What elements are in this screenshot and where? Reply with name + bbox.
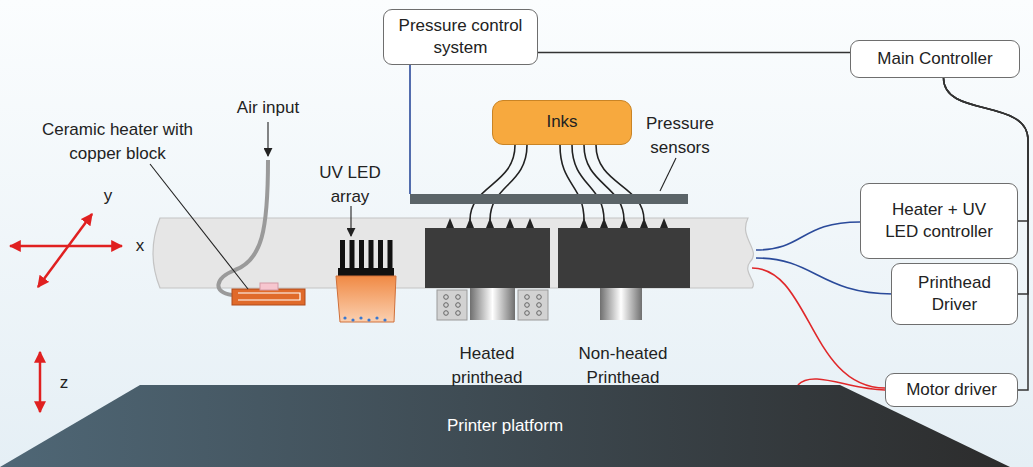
- node-text: Main Controller: [877, 48, 992, 70]
- node-text: Printhead Driver: [901, 272, 1009, 316]
- leader-lines: [150, 122, 676, 289]
- axis-label: x: [130, 234, 150, 258]
- part-label: UV LED array: [305, 161, 395, 209]
- node-text: Printer platform: [447, 415, 563, 437]
- node-text: Motor driver: [906, 379, 997, 401]
- connector-wire: [538, 52, 850, 54]
- control-box: Main Controller: [850, 40, 1020, 78]
- node-text: Heater + UV LED controller: [878, 199, 1000, 243]
- axis-label: z: [54, 371, 74, 395]
- ink-reservoir: Inks: [492, 100, 632, 145]
- driver-box: Motor driver: [885, 373, 1018, 407]
- part-label: Pressure sensors: [630, 112, 730, 160]
- ceramic-heater: [232, 283, 305, 305]
- non-heated-printhead: [558, 218, 690, 320]
- part-label: Air input: [228, 96, 308, 120]
- controller-box: Heater + UV LED controller: [860, 183, 1018, 259]
- part-label: Non-heated Printhead: [568, 342, 678, 390]
- printer-platform: Printer platform: [0, 385, 1010, 467]
- ink-tubes: [470, 145, 644, 220]
- node-text: Inks: [546, 111, 577, 133]
- pressure-sensor-bar: [410, 194, 688, 204]
- air-tube: [218, 160, 268, 295]
- part-label: Heated printhead: [432, 342, 542, 390]
- axis-label: y: [98, 184, 118, 208]
- printhead-carriage: [153, 218, 753, 288]
- control-box: Pressure control system: [383, 9, 538, 65]
- part-label: Ceramic heater with copper block: [30, 118, 205, 166]
- axis-arrows: [10, 214, 122, 412]
- driver-box: Printhead Driver: [891, 263, 1018, 325]
- heated-printhead: [425, 218, 550, 320]
- carriage-wires: [410, 63, 893, 388]
- node-text: Pressure control system: [393, 15, 529, 59]
- platform-polygon: [0, 385, 1010, 467]
- uv-led-array: [336, 240, 396, 322]
